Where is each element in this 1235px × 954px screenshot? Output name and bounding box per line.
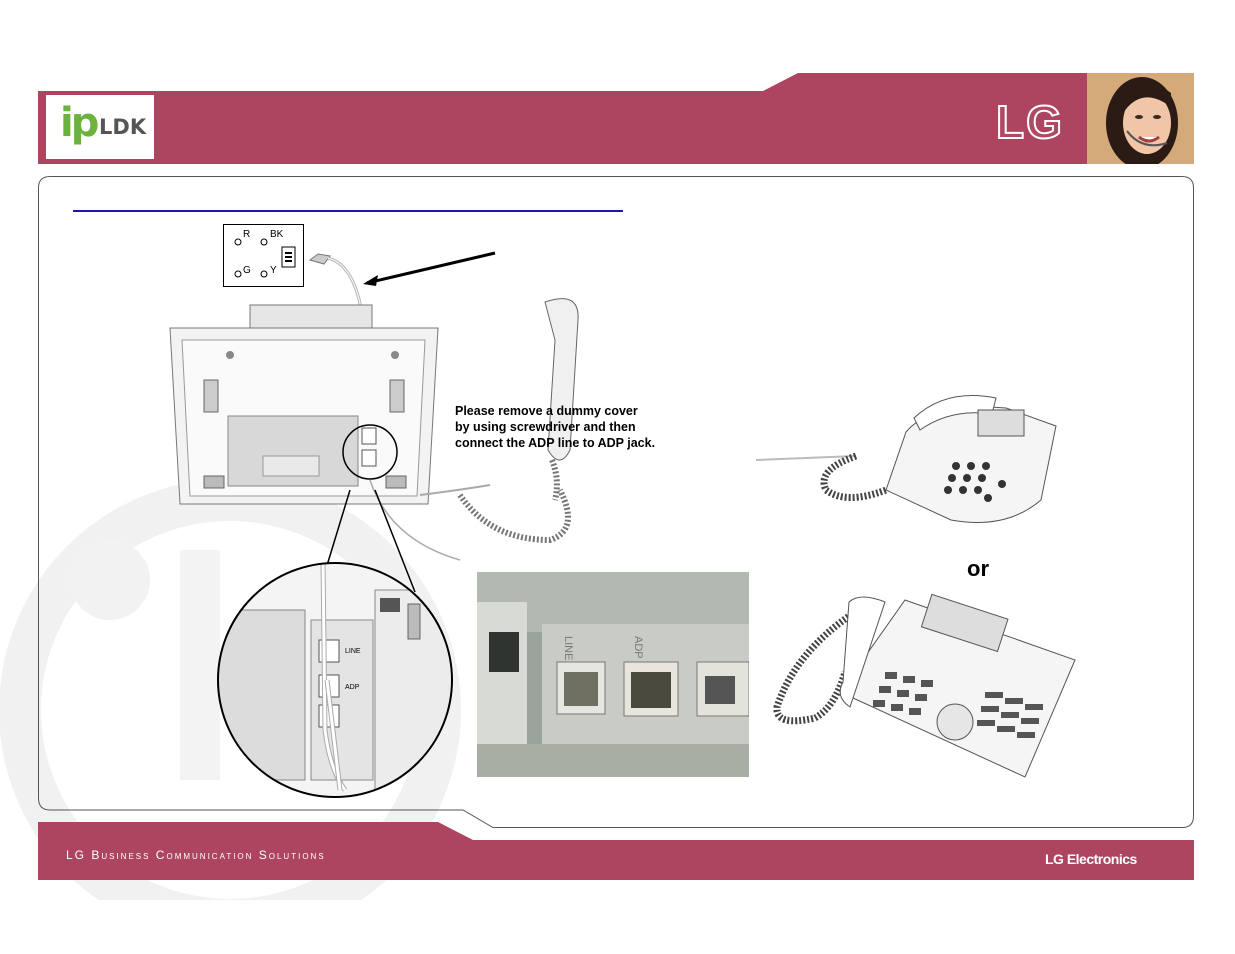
terminal-label-y: Y	[270, 265, 277, 276]
footer-brand: LG Electronics	[1045, 851, 1137, 867]
or-label: or	[967, 556, 989, 581]
terminal-label-r: R	[243, 229, 251, 240]
svg-text:ADP: ADP	[632, 636, 644, 659]
headset-woman-photo	[1087, 73, 1194, 164]
terminal-label-g: G	[243, 265, 251, 276]
footer-band	[38, 822, 1194, 880]
zoom-jack-label-line: LINE	[345, 648, 361, 655]
multi-button-phone-image	[773, 593, 1076, 778]
footer-tagline: LG Business Communication Solutions	[66, 848, 326, 862]
header-band	[38, 73, 1194, 164]
terminal-block: R BK G Y	[223, 224, 304, 287]
logo-ip-text: ip	[60, 100, 99, 146]
jack-closeup-photo: LINE ADP	[477, 572, 749, 777]
lg-brand-logo: LG	[995, 95, 1064, 149]
logo-ldk-text: LDK	[99, 115, 147, 139]
terminal-label-bk: BK	[270, 229, 284, 240]
zoom-jack-label-adp: ADP	[345, 684, 360, 691]
single-line-phone-image	[756, 395, 1057, 523]
iplDK-logo-box	[46, 95, 154, 159]
phone-back-diagram	[169, 251, 579, 561]
content-frame	[38, 176, 1194, 828]
svg-text:LINE: LINE	[562, 636, 574, 660]
title-rule	[73, 210, 623, 212]
jack-zoom-callout	[217, 489, 453, 798]
instruction-text: Please remove a dummy cover by using scr…	[455, 404, 656, 450]
